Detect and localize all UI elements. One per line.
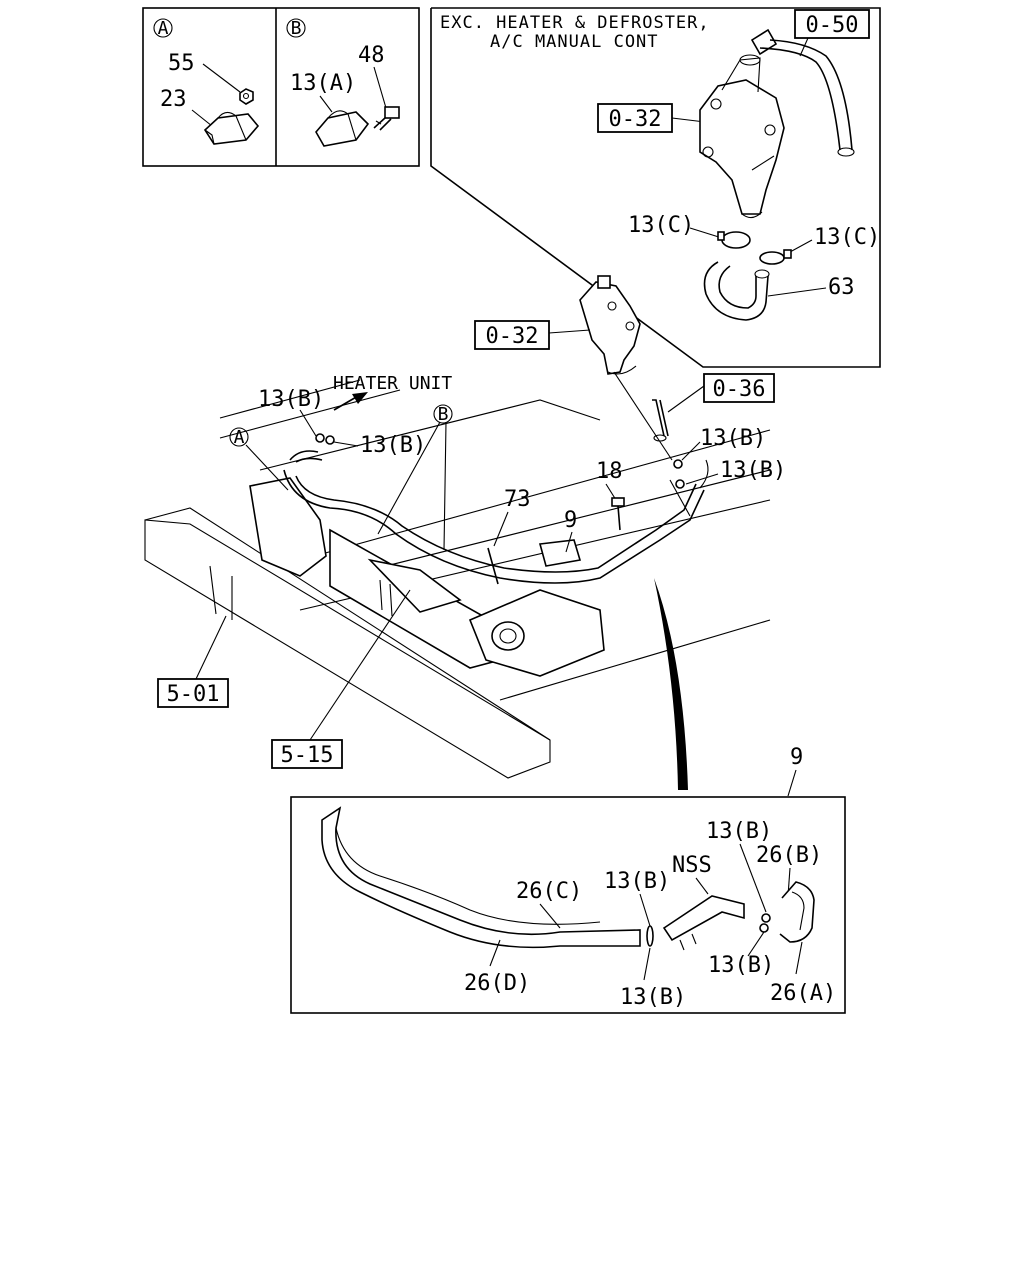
bracket-nss	[662, 895, 745, 951]
inset-b: B 48 13(A)	[286, 18, 400, 147]
clip-icon	[203, 111, 260, 145]
part-label-26d: 26(D)	[464, 971, 530, 996]
part-label-26b: 26(B)	[756, 843, 822, 868]
part-label-55: 55	[168, 51, 195, 76]
ref-label-0-32-top: 0-32	[609, 107, 662, 132]
ref-box-5-15	[271, 739, 343, 769]
front-axle	[249, 477, 605, 677]
hose-clamp-icon	[761, 913, 771, 923]
part-label-18: 18	[596, 459, 623, 484]
hose-clamp-icon	[717, 231, 751, 249]
part-label-13c-right: 13(C)	[814, 225, 880, 250]
part-label-13b-right-2: 13(B)	[720, 458, 786, 483]
part-label-23: 23	[160, 87, 187, 112]
hose-clamp-icon	[646, 925, 654, 947]
ref-label-5-01: 5-01	[167, 682, 220, 707]
marker-a-circle	[153, 18, 173, 38]
part-label-63: 63	[828, 275, 855, 300]
hose-clamp-icon	[675, 479, 685, 489]
ref-label-0-36: 0-36	[713, 377, 766, 402]
marker-a-main-circle	[229, 427, 249, 447]
part-label-9: 9	[564, 508, 577, 533]
part-label-26c: 26(C)	[516, 879, 582, 904]
part-label-13b-detail-lower: 13(B)	[620, 985, 686, 1010]
part-label-26a: 26(A)	[770, 981, 836, 1006]
inset-top-frame	[430, 7, 881, 368]
hose-clamp-icon	[315, 433, 335, 445]
hose-clamp-icon	[759, 923, 769, 933]
detail-title: 9	[790, 745, 803, 770]
part-label-13b-detail-top: 13(B)	[706, 819, 772, 844]
water-outlet-housing-main	[579, 275, 641, 375]
marker-a-main: A	[234, 427, 245, 448]
pipe-26d	[321, 806, 641, 949]
heater-unit-label: HEATER UNIT	[333, 373, 452, 394]
inset-a-marker: A	[158, 18, 169, 39]
cable-tie-icon	[487, 547, 499, 585]
inset-header-line2: A/C MANUAL CONT	[490, 32, 659, 52]
clip-icon	[315, 110, 370, 147]
part-label-48: 48	[358, 43, 385, 68]
ref-box-0-50	[794, 9, 870, 39]
marker-b-main: B	[438, 404, 449, 425]
ref-label-5-15: 5-15	[281, 743, 334, 768]
part-label-nss: NSS	[672, 853, 712, 878]
water-hose-63	[703, 261, 770, 321]
ref-label-0-50: 0-50	[806, 13, 859, 38]
detail-pointer	[654, 578, 688, 790]
marker-b-main-circle	[433, 404, 453, 424]
nut-icon	[239, 88, 254, 105]
arrow-icon	[333, 392, 368, 411]
frame-rails	[144, 379, 771, 779]
marker-b-circle	[286, 18, 306, 38]
part-label-13a: 13(A)	[290, 71, 356, 96]
inset-ab-frame	[142, 7, 420, 167]
bolt-icon	[373, 106, 400, 131]
part-label-73: 73	[504, 487, 531, 512]
part-label-13b-right-1: 13(B)	[700, 426, 766, 451]
part-label-13b-detail-upper: 13(B)	[604, 869, 670, 894]
ref-box-5-01	[157, 678, 229, 708]
ref-box-0-36	[703, 373, 775, 403]
pipe-0-36	[652, 399, 669, 442]
detail-frame	[290, 796, 846, 1014]
hose-clamp-icon	[759, 249, 792, 265]
inset-header-line1: EXC. HEATER & DEFROSTER,	[440, 13, 710, 33]
water-outlet-housing-top	[699, 28, 855, 219]
hose-clamp-icon	[673, 459, 683, 469]
part-label-13b-heater-1: 13(B)	[258, 387, 324, 412]
ref-box-0-32-main	[474, 320, 550, 350]
inset-b-marker: B	[291, 18, 302, 39]
ref-label-0-32-main: 0-32	[486, 324, 539, 349]
part-label-13b-detail-right: 13(B)	[708, 953, 774, 978]
part-label-13b-heater-2: 13(B)	[360, 433, 426, 458]
bolt-icon	[605, 483, 625, 531]
inset-a: A 55 23	[153, 18, 260, 145]
pipe-26a	[779, 881, 815, 943]
part-label-13c-left: 13(C)	[628, 213, 694, 238]
heater-pipes	[283, 450, 709, 584]
